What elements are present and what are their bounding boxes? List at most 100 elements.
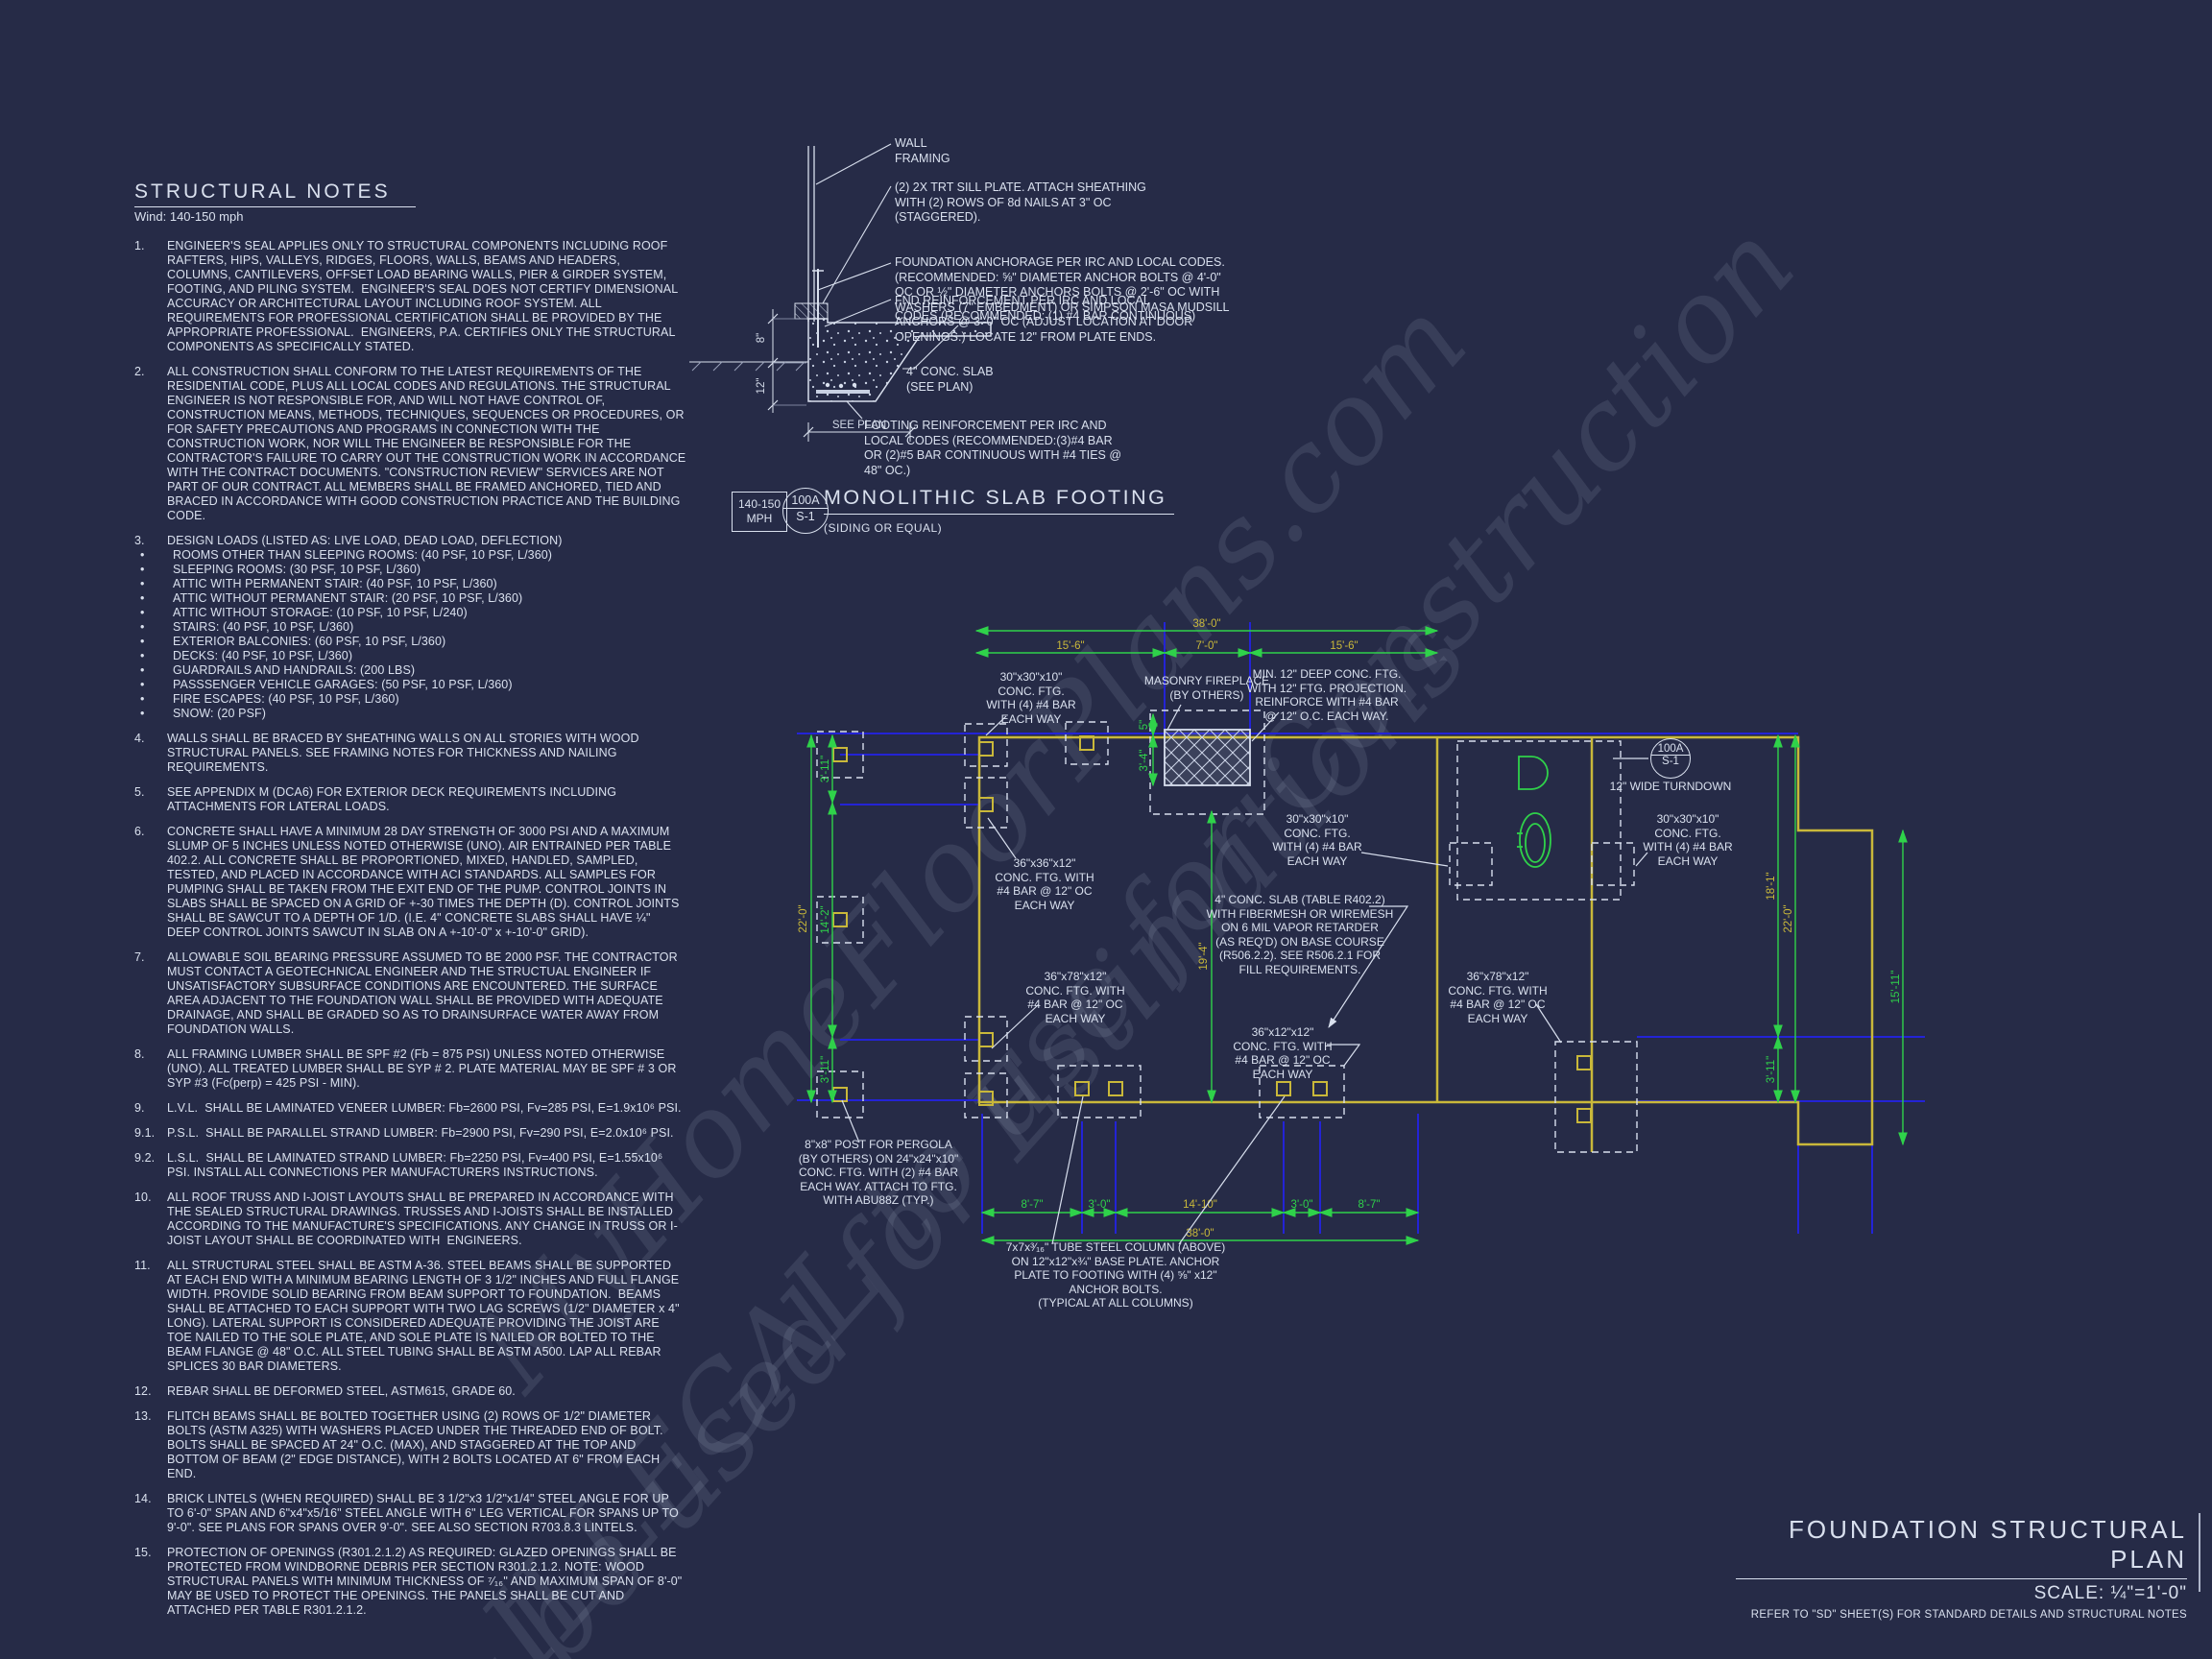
note-number: 7. — [134, 950, 145, 964]
note-item: 14. BRICK LINTELS (WHEN REQUIRED) SHALL … — [134, 1492, 686, 1535]
detail-label-anchorage: FOUNDATION ANCHORAGE PER IRC AND LOCAL C… — [895, 255, 1230, 344]
note-number: • — [140, 678, 145, 691]
plan-label-ftg-30x30-center: 30"x30"x10" CONC. FTG. WITH (4) #4 BAR E… — [1272, 812, 1362, 868]
dim-right-total: 22'-0" — [1783, 904, 1794, 932]
note-item: • SNOW: (20 PSF) — [134, 707, 686, 721]
sheet-reference-note: REFER TO "SD" SHEET(S) FOR STANDARD DETA… — [1750, 1609, 2187, 1621]
plan-label-ftg-36x78-right: 36"x78"x12" CONC. FTG. WITH #4 BAR @ 12"… — [1448, 970, 1548, 1025]
note-text: ATTIC WITHOUT PERMANENT STAIR: (20 PSF, … — [173, 591, 523, 605]
note-text: WALLS SHALL BE BRACED BY SHEATHING WALLS… — [167, 732, 643, 774]
note-text: PASSSENGER VEHICLE GARAGES: (50 PSF, 10 … — [173, 678, 513, 691]
note-item: 9.1. P.S.L. SHALL BE PARALLEL STRAND LUM… — [134, 1126, 686, 1141]
note-item: 11. ALL STRUCTURAL STEEL SHALL BE ASTM A… — [134, 1259, 686, 1374]
note-text: PROTECTION OF OPENINGS (R301.2.1.2) AS R… — [167, 1546, 685, 1617]
note-item: • ROOMS OTHER THAN SLEEPING ROOMS: (40 P… — [134, 548, 686, 563]
note-text: ALL STRUCTURAL STEEL SHALL BE ASTM A-36.… — [167, 1259, 684, 1373]
note-text: ROOMS OTHER THAN SLEEPING ROOMS: (40 PSF… — [173, 548, 553, 562]
dim-top-0: 15'-6" — [1056, 640, 1084, 652]
note-item: 9. L.V.L. SHALL BE LAMINATED VENEER LUMB… — [134, 1101, 686, 1116]
note-text: BRICK LINTELS (WHEN REQUIRED) SHALL BE 3… — [167, 1492, 683, 1534]
note-item: 7. ALLOWABLE SOIL BEARING PRESSURE ASSUM… — [134, 950, 686, 1037]
wind-speed: Wind: 140-150 mph — [134, 209, 244, 224]
note-number: 2. — [134, 365, 145, 378]
plan-label-slab: 4" CONC. SLAB (TABLE R402.2) WITH FIBERM… — [1206, 893, 1394, 976]
note-text: P.S.L. SHALL BE PARALLEL STRAND LUMBER: … — [167, 1126, 674, 1140]
dim-bottom-1: 3'-0" — [1089, 1199, 1111, 1211]
plan-label-tube-column: 7x7x³⁄₁₆" TUBE STEEL COLUMN (ABOVE) ON 1… — [1005, 1240, 1226, 1310]
bathroom-fixtures — [1517, 756, 1551, 868]
detail-label-wall-framing: WALL FRAMING — [895, 136, 950, 165]
dim-far-right: 15'-11" — [1890, 971, 1902, 1004]
notes-title: STRUCTURAL NOTES — [134, 180, 416, 207]
dim-top-1: 7'-0" — [1196, 640, 1218, 652]
note-text: L.S.L. SHALL BE LAMINATED STRAND LUMBER:… — [167, 1151, 666, 1179]
note-number: 4. — [134, 732, 145, 745]
note-number: 1. — [134, 239, 145, 252]
note-number: 5. — [134, 785, 145, 799]
note-item: • STAIRS: (40 PSF, 10 PSF, L/360) — [134, 620, 686, 635]
note-text: ALLOWABLE SOIL BEARING PRESSURE ASSUMED … — [167, 950, 682, 1036]
dim-bottom-4: 8'-7" — [1358, 1199, 1381, 1211]
detail-dim-8: 8" — [756, 333, 767, 343]
note-text: STAIRS: (40 PSF, 10 PSF, L/360) — [173, 620, 354, 634]
sheet-scale: SCALE: ¼"=1'-0" — [2033, 1583, 2187, 1603]
detail-subtitle: (SIDING OR EQUAL) — [824, 521, 943, 535]
note-item: 13. FLITCH BEAMS SHALL BE BOLTED TOGETHE… — [134, 1409, 686, 1481]
note-item: 15. PROTECTION OF OPENINGS (R301.2.1.2) … — [134, 1546, 686, 1618]
note-number: • — [140, 635, 145, 648]
note-item: • GUARDRAILS AND HANDRAILS: (200 LBS) — [134, 663, 686, 678]
foundation-plan: 38'-0" 15'-6" 7'-0" 15'-6" 22'-0" 3'-11"… — [787, 614, 1930, 1325]
note-text: SNOW: (20 PSF) — [173, 707, 267, 720]
dim-bottom-0: 8'-7" — [1022, 1199, 1044, 1211]
plan-label-min-deep-ftg: MIN. 12" DEEP CONC. FTG. WITH 12" FTG. P… — [1246, 667, 1407, 723]
plan-label-ftg-36x36: 36"x36"x12" CONC. FTG. WITH #4 BAR @ 12"… — [995, 856, 1094, 912]
note-text: ATTIC WITHOUT STORAGE: (10 PSF, 10 PSF, … — [173, 606, 468, 619]
dim-right-311: 3'-11" — [1766, 1056, 1777, 1083]
detail-label-sill-plate: (2) 2X TRT SILL PLATE. ATTACH SHEATHING … — [895, 180, 1146, 224]
note-number: 9.2. — [134, 1151, 156, 1165]
foundation-plan-linework: 38'-0" 15'-6" 7'-0" 15'-6" 22'-0" 3'-11"… — [797, 618, 1925, 1245]
note-item: • PASSSENGER VEHICLE GARAGES: (50 PSF, 1… — [134, 678, 686, 692]
dim-fire-5: 5" — [1139, 720, 1150, 730]
title-block-border — [2199, 1513, 2200, 1592]
note-text: EXTERIOR BALCONIES: (60 PSF, 10 PSF, L/3… — [173, 635, 446, 648]
note-text: DECKS: (40 PSF, 10 PSF, L/360) — [173, 649, 353, 662]
plan-label-fireplace: MASONRY FIREPLACE (BY OTHERS) — [1143, 674, 1270, 702]
dim-bottom-2: 14'-10" — [1183, 1199, 1217, 1211]
dim-bottom-total: 38'-0" — [1186, 1228, 1214, 1239]
note-number: 3. — [134, 534, 145, 547]
note-item: • ATTIC WITH PERMANENT STAIR: (40 PSF, 1… — [134, 577, 686, 591]
detail-sheet: S-1 — [796, 510, 815, 523]
note-text: FIRE ESCAPES: (40 PSF, 10 PSF, L/360) — [173, 692, 399, 706]
dim-top-2: 15'-6" — [1330, 640, 1358, 652]
plan-label-pergola-post: 8"x8" POST FOR PERGOLA (BY OTHERS) ON 24… — [798, 1138, 959, 1207]
dim-interior: 19'-4" — [1198, 942, 1210, 970]
detail-number: 100A — [783, 493, 828, 509]
footing-detail-linework: 8" 12" SEE PLAN — [689, 143, 992, 442]
note-item: 1. ENGINEER'S SEAL APPLIES ONLY TO STRUC… — [134, 239, 686, 354]
plan-label-ftg-36x78-left: 36"x78"x12" CONC. FTG. WITH #4 BAR @ 12"… — [1025, 970, 1125, 1025]
note-text: SLEEPING ROOMS: (30 PSF, 10 PSF, L/360) — [173, 563, 421, 576]
note-item: 6. CONCRETE SHALL HAVE A MINIMUM 28 DAY … — [134, 825, 686, 940]
note-text: SEE APPENDIX M (DCA6) FOR EXTERIOR DECK … — [167, 785, 619, 813]
note-item: • DECKS: (40 PSF, 10 PSF, L/360) — [134, 649, 686, 663]
structural-notes-panel: STRUCTURAL NOTES Wind: 140-150 mph 1. EN… — [134, 180, 686, 1618]
note-number: 6. — [134, 825, 145, 838]
note-text: ATTIC WITH PERMANENT STAIR: (40 PSF, 10 … — [173, 577, 497, 590]
note-number: 11. — [134, 1259, 151, 1272]
note-number: 8. — [134, 1047, 145, 1061]
note-number: • — [140, 577, 145, 590]
dim-right-18: 18'-1" — [1766, 872, 1777, 900]
note-text: ALL CONSTRUCTION SHALL CONFORM TO THE LA… — [167, 365, 689, 522]
detail-label-footing-reinforcement: FOOTING REINFORCEMENT PER IRC AND LOCAL … — [864, 419, 1122, 477]
note-text: GUARDRAILS AND HANDRAILS: (200 LBS) — [173, 663, 416, 677]
detail-label-fnd-reinforcement: FND REINFORCEMENT PER IRC AND LOCAL CODE… — [895, 294, 1196, 323]
note-item: • ATTIC WITHOUT STORAGE: (10 PSF, 10 PSF… — [134, 606, 686, 620]
note-number: • — [140, 620, 145, 634]
plan-detail-ref-number: 100A — [1651, 743, 1690, 756]
note-text: ALL FRAMING LUMBER SHALL BE SPF #2 (Fb =… — [167, 1047, 681, 1090]
note-item: 3. DESIGN LOADS (LISTED AS: LIVE LOAD, D… — [134, 534, 686, 548]
plan-detail-ref-badge: 100A S-1 — [1650, 738, 1691, 779]
dim-fire-34: 3'-4" — [1139, 750, 1150, 772]
